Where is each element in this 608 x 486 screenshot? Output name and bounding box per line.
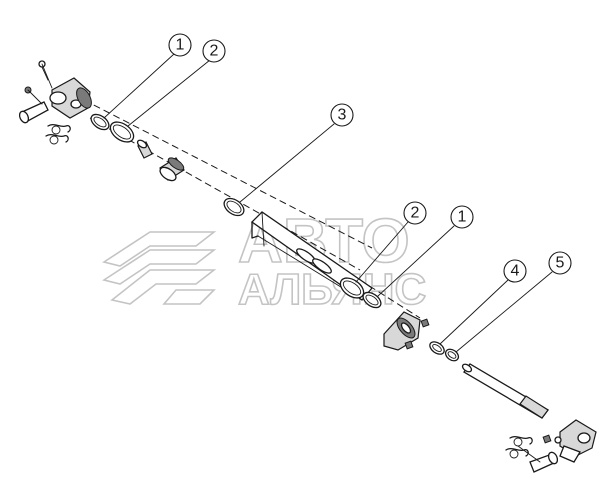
seal-ring-1-top — [90, 113, 110, 131]
left-clevis-end — [38, 60, 92, 119]
wiper-ring-2-top — [109, 121, 135, 143]
right-clevis-pin — [505, 435, 559, 473]
callout-5: 5 — [548, 251, 572, 275]
bushing — [136, 139, 153, 159]
callout-1-top: 1 — [168, 33, 192, 57]
gland-cap — [383, 311, 430, 351]
callout-label: 4 — [511, 263, 520, 280]
left-clevis-pin — [18, 86, 71, 145]
callout-1-mid: 1 — [450, 205, 474, 229]
callout-label: 1 — [176, 37, 185, 54]
callout-label: 2 — [411, 205, 420, 222]
washer-4 — [429, 341, 445, 355]
callout-4: 4 — [503, 259, 527, 283]
seal-ring-1-mid — [362, 291, 382, 309]
callout-label: 2 — [210, 43, 219, 60]
callout-2-mid: 2 — [403, 201, 427, 225]
callout-label: 1 — [458, 209, 467, 226]
piston-rod — [461, 363, 549, 419]
piston — [159, 157, 185, 182]
right-clevis-end — [542, 419, 597, 463]
retaining-ring-5 — [444, 348, 460, 362]
callout-3: 3 — [330, 103, 354, 127]
callout-label: 3 — [338, 107, 347, 124]
callout-2-top: 2 — [202, 39, 226, 63]
cylinder-barrel — [250, 211, 373, 301]
leader-lines — [103, 53, 553, 353]
o-ring-3 — [223, 197, 245, 217]
callout-label: 5 — [556, 255, 565, 272]
watermark-emblem — [102, 231, 217, 305]
